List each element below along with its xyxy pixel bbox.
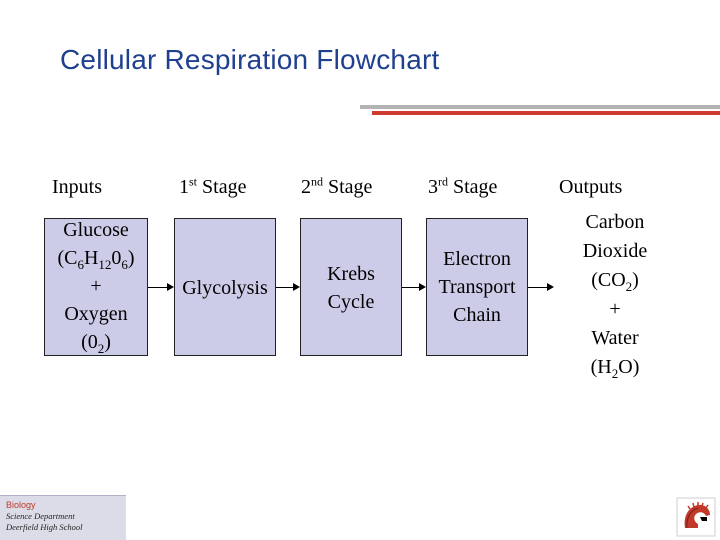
transport-label: Transport [438, 276, 516, 298]
title-rule-red [372, 111, 720, 115]
outputs-text: Carbon Dioxide (CO2) + Water (H2O) [548, 208, 682, 382]
glucose-formula: (C6H1206) [57, 247, 135, 272]
electron-label: Electron [443, 248, 511, 270]
carbon-label: Carbon [585, 211, 645, 233]
glycolysis-box [174, 218, 276, 356]
inputs-text: Glucose (C6H1206) + Oxygen (02) [36, 216, 156, 356]
footer-school: Deerfield High School [6, 522, 83, 532]
spartan-helmet-logo-icon [676, 497, 716, 537]
slide-title: Cellular Respiration Flowchart [60, 44, 440, 75]
co2-formula: (CO2) [591, 269, 639, 294]
title-rule-gray [360, 105, 720, 109]
krebs-cycle-box [300, 218, 402, 356]
arrow-krebs-to-etc [402, 283, 426, 291]
electron-transport-text: Electron Transport Chain [420, 245, 534, 329]
water-label: Water [591, 327, 639, 349]
oxygen-label: Oxygen [64, 303, 128, 325]
krebs-cycle-text: Krebs Cycle [296, 260, 406, 316]
header-stage2: 2nd Stage [301, 174, 373, 198]
outputs-plus: + [609, 298, 621, 320]
arrow-inputs-to-glycolysis [148, 283, 174, 291]
chain-label: Chain [453, 304, 501, 326]
footer-subject: Biology [6, 500, 36, 510]
footer-credit: Biology Science Department Deerfield Hig… [0, 495, 126, 540]
dioxide-label: Dioxide [582, 240, 648, 262]
cycle-label: Cycle [327, 291, 375, 313]
arrow-glycolysis-to-krebs [276, 283, 300, 291]
header-outputs: Outputs [559, 176, 623, 198]
arrow-etc-to-outputs [528, 283, 554, 291]
glucose-label: Glucose [63, 219, 129, 241]
header-inputs: Inputs [52, 176, 102, 198]
electron-transport-box [426, 218, 528, 356]
oxygen-formula: (02) [81, 331, 111, 356]
footer-department: Science Department [6, 511, 75, 521]
header-stage3: 3rd Stage [428, 174, 498, 198]
h2o-formula: (H2O) [590, 356, 640, 381]
glycolysis-label: Glycolysis [182, 277, 268, 299]
krebs-label: Krebs [327, 263, 375, 285]
header-stage1: 1st Stage [179, 174, 247, 198]
inputs-plus: + [90, 275, 102, 297]
inputs-box [44, 218, 148, 356]
